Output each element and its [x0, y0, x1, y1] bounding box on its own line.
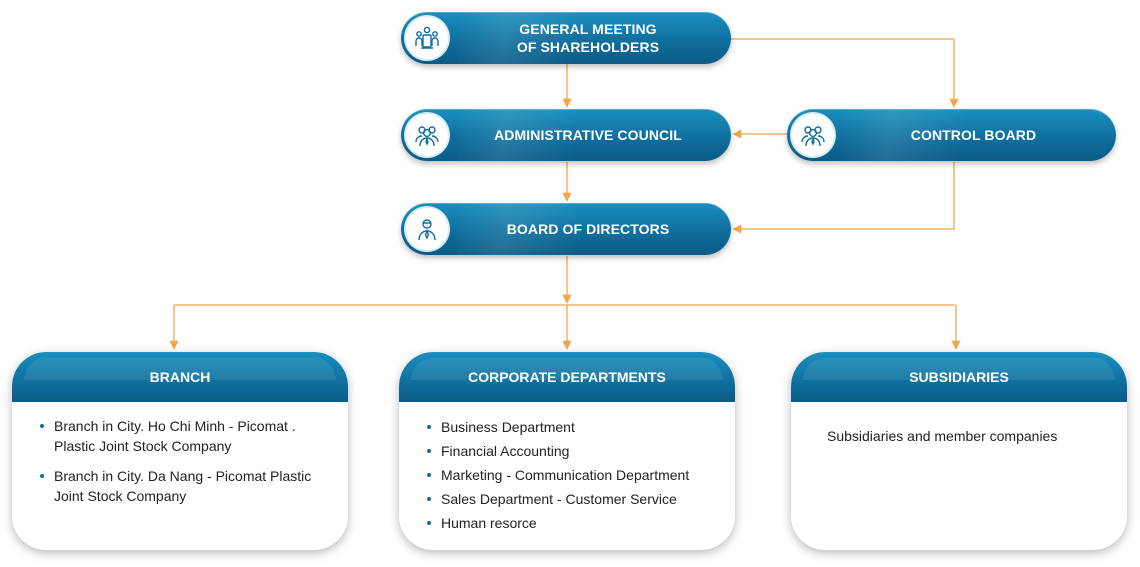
- node-general-meeting: GENERAL MEETING OF SHAREHOLDERS: [401, 12, 731, 64]
- card-subsidiaries-title: SUBSIDIARIES: [909, 369, 1009, 385]
- card-departments-header: [399, 352, 735, 402]
- node-control-board-label: CONTROL BOARD: [910, 127, 1037, 143]
- node-general-meeting-label: GENERAL MEETING OF SHAREHOLDERS: [516, 21, 660, 55]
- card-subsidiaries: SUBSIDIARIES Subsidiaries and member com…: [791, 352, 1127, 550]
- people-group-icon: [792, 114, 834, 156]
- list-item: Sales Department - Customer Service: [427, 489, 715, 509]
- branch-list: Branch in City. Ho Chi Minh - Picomat . …: [40, 416, 328, 506]
- node-board-of-directors-label: BOARD OF DIRECTORS: [506, 221, 670, 237]
- subsidiaries-text: Subsidiaries and member companies: [827, 428, 1058, 444]
- card-branch-title: BRANCH: [149, 369, 211, 385]
- card-departments-body: Business Department Financial Accounting…: [399, 402, 735, 533]
- node-administrative-council: ADMINISTRATIVE COUNCIL: [401, 109, 731, 161]
- people-group-icon: [406, 114, 448, 156]
- list-item: Marketing - Communication Department: [427, 465, 715, 485]
- node-administrative-council-label: ADMINISTRATIVE COUNCIL: [494, 127, 682, 143]
- list-item: Financial Accounting: [427, 441, 715, 461]
- list-item: Human resorce: [427, 513, 715, 533]
- connector-gms-to-control: [730, 38, 959, 108]
- list-item: Branch in City. Da Nang - Picomat Plasti…: [40, 466, 328, 506]
- node-board-of-directors: BOARD OF DIRECTORS: [401, 203, 731, 255]
- card-branch: BRANCH Branch in City. Ho Chi Minh - Pic…: [12, 352, 348, 550]
- card-branch-header: [12, 352, 348, 402]
- person-tie-icon: [406, 208, 448, 250]
- group-meeting-icon: [406, 17, 448, 59]
- card-departments-title: CORPORATE DEPARTMENTS: [468, 369, 666, 385]
- card-branch-body: Branch in City. Ho Chi Minh - Picomat . …: [12, 402, 348, 506]
- connector-control-to-directors: [732, 162, 955, 234]
- node-control-board: CONTROL BOARD: [787, 109, 1116, 161]
- card-corporate-departments: CORPORATE DEPARTMENTS Business Departmen…: [399, 352, 735, 550]
- list-item: Branch in City. Ho Chi Minh - Picomat . …: [40, 416, 328, 456]
- departments-list: Business Department Financial Accounting…: [427, 417, 715, 533]
- card-subsidiaries-header: [791, 352, 1127, 402]
- list-item: Business Department: [427, 417, 715, 437]
